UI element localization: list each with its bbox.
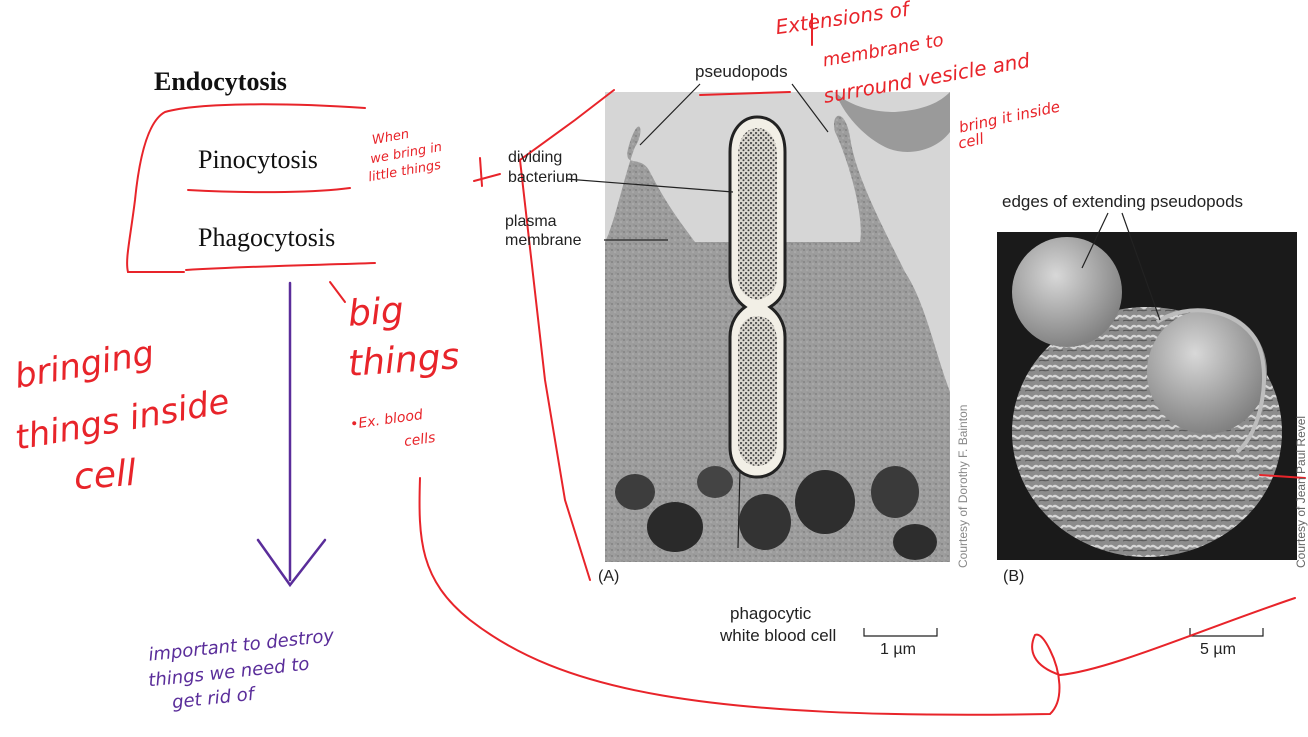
label-plasma: plasma	[505, 213, 557, 230]
note-big: big	[346, 290, 406, 335]
scale-bar-b-label: 5 µm	[1200, 641, 1236, 658]
item-pinocytosis: Pinocytosis	[198, 145, 318, 174]
item-phagocytosis: Phagocytosis	[198, 223, 336, 252]
label-edges-pseudopods: edges of extending pseudopods	[1002, 192, 1244, 211]
note-cell: cell	[72, 452, 138, 499]
label-membrane: membrane	[505, 232, 582, 249]
panel-b-label: (B)	[1003, 568, 1025, 585]
label-bacterium: bacterium	[508, 169, 579, 186]
note-things: things	[346, 336, 461, 385]
micrograph-b-image	[997, 232, 1297, 560]
label-white-blood-cell: white blood cell	[720, 626, 837, 645]
label-dividing: dividing	[508, 149, 563, 166]
credit-b: Courtesy of Jean Paul Revel	[1294, 415, 1308, 568]
micrograph-b	[997, 232, 1297, 560]
title-endocytosis: Endocytosis	[154, 67, 287, 96]
micrograph-a-image	[605, 92, 950, 562]
micrograph-a	[605, 92, 950, 562]
label-phagocytic: phagocytic	[730, 604, 812, 623]
credit-a: Courtesy of Dorothy F. Bainton	[956, 404, 970, 568]
panel-a-label: (A)	[598, 568, 620, 585]
scale-bar-a-label: 1 µm	[880, 641, 916, 658]
label-pseudopods: pseudopods	[695, 62, 788, 81]
